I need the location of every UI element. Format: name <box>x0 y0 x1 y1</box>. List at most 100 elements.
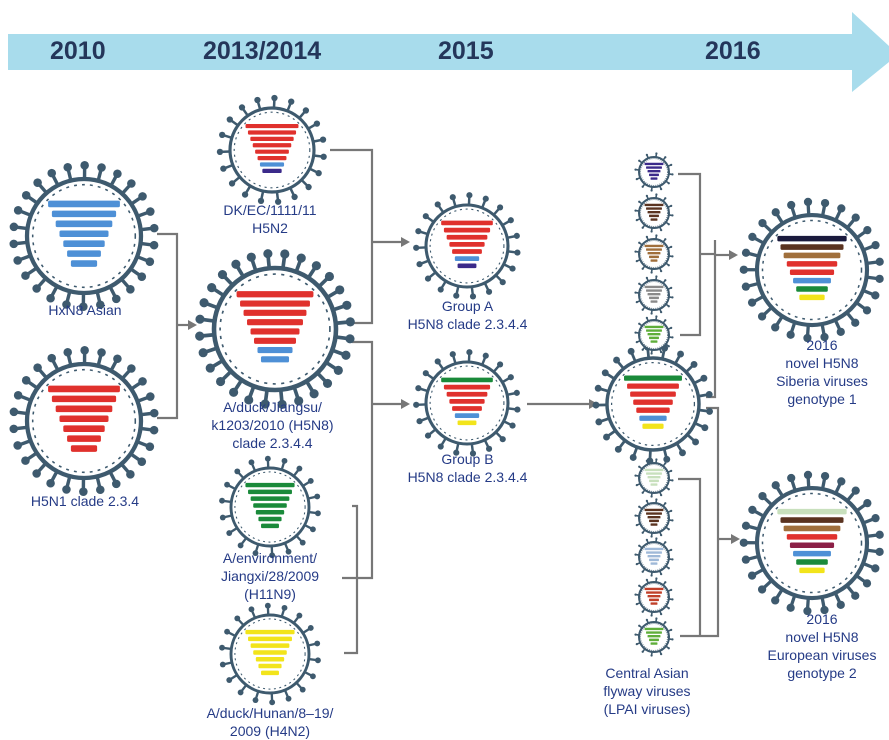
virus-group-a <box>413 192 521 300</box>
virus-flyway-small-segment <box>646 248 662 251</box>
virus-flyway-small-segment <box>646 631 662 634</box>
virus-flyway-small-segment <box>647 516 661 519</box>
virus-jiangsu <box>195 249 355 409</box>
virus-hxn8-asian-segment <box>59 230 109 238</box>
virus-h5n1-segment <box>63 425 105 432</box>
connector-lines <box>157 148 740 655</box>
virus-flyway-small-segment <box>647 555 661 558</box>
virus-central-segment <box>627 383 679 389</box>
virus-h5n1-segment <box>51 395 117 403</box>
virus-group-b-segment <box>452 406 482 411</box>
virus-jiangxi-segment <box>250 496 290 501</box>
year-2015: 2015 <box>438 37 494 65</box>
virus-flyway-small <box>634 193 674 233</box>
connector-line <box>330 148 374 325</box>
virus-jiangxi-segment <box>248 489 292 495</box>
connector-line <box>678 477 702 636</box>
virus-flyway-small-segment <box>650 602 658 605</box>
virus-group-b-segment <box>454 413 480 419</box>
virus-flyway-small-segment <box>644 508 664 512</box>
virus-flyway-small-segment <box>647 635 661 638</box>
virus-european <box>739 470 884 616</box>
virus-jiangsu-segment <box>236 291 314 298</box>
virus-jiangsu-segment <box>253 337 297 344</box>
virus-dk-ec-segment <box>252 143 292 148</box>
virus-jiangsu-segment <box>250 328 300 335</box>
virus-european-segment <box>789 542 835 548</box>
virus-central-segment <box>636 407 670 413</box>
virus-siberia-segment <box>799 294 825 301</box>
virus-dk-ec-segment <box>250 136 294 141</box>
virus-h5n1-segment <box>55 405 113 413</box>
virus-flyway-small-segment <box>649 519 659 523</box>
virus-hunan-segment <box>258 663 282 669</box>
virus-jiangsu-segment <box>257 346 293 354</box>
year-2013-2014: 2013/2014 <box>203 37 322 65</box>
virus-european-segment <box>786 534 838 540</box>
virus-hunan-segment <box>245 629 295 635</box>
label-hunan: A/duck/Hunan/8–19/ 2009 (H4N2) <box>206 705 334 739</box>
virus-dk-ec-segment <box>247 130 297 135</box>
virus-flyway-small-segment <box>646 512 662 515</box>
arrowhead <box>729 250 738 260</box>
virus-european-segment <box>793 550 831 557</box>
virus-central-segment <box>624 375 682 381</box>
virus-siberia-segment <box>786 261 838 267</box>
virus-flyway-small-segment <box>649 336 659 340</box>
label-european: 2016 novel H5N8 European viruses genotyp… <box>767 611 877 681</box>
virus-h5n1-segment <box>59 415 109 423</box>
virus-flyway-small <box>634 537 674 577</box>
virus-hxn8-asian <box>9 161 159 311</box>
virus-flyway-small-segment <box>646 166 662 169</box>
virus-flyway-small-segment <box>644 203 664 207</box>
virus-central <box>592 343 714 465</box>
virus-group-a-segment <box>457 263 477 269</box>
label-group-b: Group B H5N8 clade 2.3.4.4 <box>407 451 528 485</box>
virus-flyway-small-segment <box>650 300 658 303</box>
label-group-a: Group A H5N8 clade 2.3.4.4 <box>407 298 528 332</box>
virus-flyway-small-segment <box>644 627 664 631</box>
virus-hxn8-asian-segment <box>63 240 105 247</box>
virus-dk-ec-segment <box>259 162 285 167</box>
connector-line <box>344 504 359 655</box>
virus-flyway-small <box>634 275 674 315</box>
virus-jiangsu-segment <box>260 356 290 363</box>
virus-flyway-small-segment <box>649 255 659 259</box>
virus-flyway-small-segment <box>649 214 659 218</box>
virus-jiangsu-segment <box>243 309 307 316</box>
virus-hunan <box>219 602 321 706</box>
virus-flyway-small-segment <box>647 252 661 255</box>
virus-jiangxi <box>219 455 321 559</box>
virus-flyway-small <box>634 315 674 355</box>
virus-hunan-segment <box>250 643 290 648</box>
virus-hxn8-asian-segment <box>70 260 98 267</box>
virus-group-a-segment <box>449 242 485 247</box>
virus-flyway-small-segment <box>650 523 658 526</box>
virus-group-b <box>413 349 521 457</box>
virus-flyway-small-segment <box>647 333 661 336</box>
virus-jiangsu-segment <box>240 300 310 307</box>
virus-dk-ec-segment <box>257 155 287 161</box>
virus-central-segment <box>633 399 673 405</box>
virus-jiangxi-segment <box>253 503 287 508</box>
label-central-asian-flyway: Central Asian flyway viruses (LPAI virus… <box>603 665 691 717</box>
virus-flyway-small-segment <box>644 244 664 248</box>
virus-central-segment <box>642 423 664 429</box>
virus-flyway-small-segment <box>649 479 659 483</box>
virus-h5n1-segment <box>70 445 98 452</box>
virus-group-a-segment <box>452 249 482 254</box>
arrowhead <box>188 320 197 330</box>
virus-flyway-small-segment <box>650 218 658 221</box>
virus-flyway-small-segment <box>649 173 659 177</box>
label-h5n1: H5N1 clade 2.3.4 <box>30 493 140 509</box>
virus-flyway-small-segment <box>650 177 658 180</box>
label-jiangxi: A/environment/ Jiangxi/28/2009 (H11N9) <box>220 550 320 602</box>
label-dk-ec: DK/EC/1111/11 H5N2 <box>223 202 317 236</box>
label-siberia: 2016 novel H5N8 Siberia viruses genotype… <box>776 337 868 407</box>
virus-flyway-small-segment <box>650 642 658 645</box>
virus-flyway-small-segment <box>649 638 659 642</box>
timeline-arrow-shape <box>8 12 889 92</box>
virus-central-segment <box>639 415 667 421</box>
virus-group-b-segment <box>441 377 493 383</box>
virus-group-a-segment <box>454 256 480 262</box>
